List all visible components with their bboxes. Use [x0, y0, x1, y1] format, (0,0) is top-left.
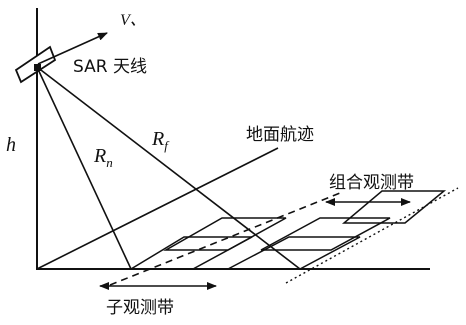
- ground-track-line: [36, 147, 279, 270]
- footprint-2: [163, 217, 287, 251]
- sub-swath-label: 子观测带: [106, 298, 174, 318]
- footprint-4: [260, 217, 391, 251]
- velocity-label: V、: [120, 12, 146, 29]
- footprint-3: [227, 236, 361, 270]
- near-range-label: Rn: [93, 145, 113, 170]
- combined-swath-label: 组合观测带: [329, 173, 414, 193]
- far-range-label: Rf: [151, 128, 170, 153]
- height-label: h: [6, 134, 16, 156]
- ground-track-label: 地面航迹: [246, 125, 314, 145]
- near-range-line: [36, 66, 132, 270]
- near-edge-dashed-line: [109, 192, 341, 286]
- antenna-label: SAR 天线: [73, 57, 147, 77]
- velocity-arrow: [37, 32, 108, 65]
- far-range-line: [36, 66, 301, 270]
